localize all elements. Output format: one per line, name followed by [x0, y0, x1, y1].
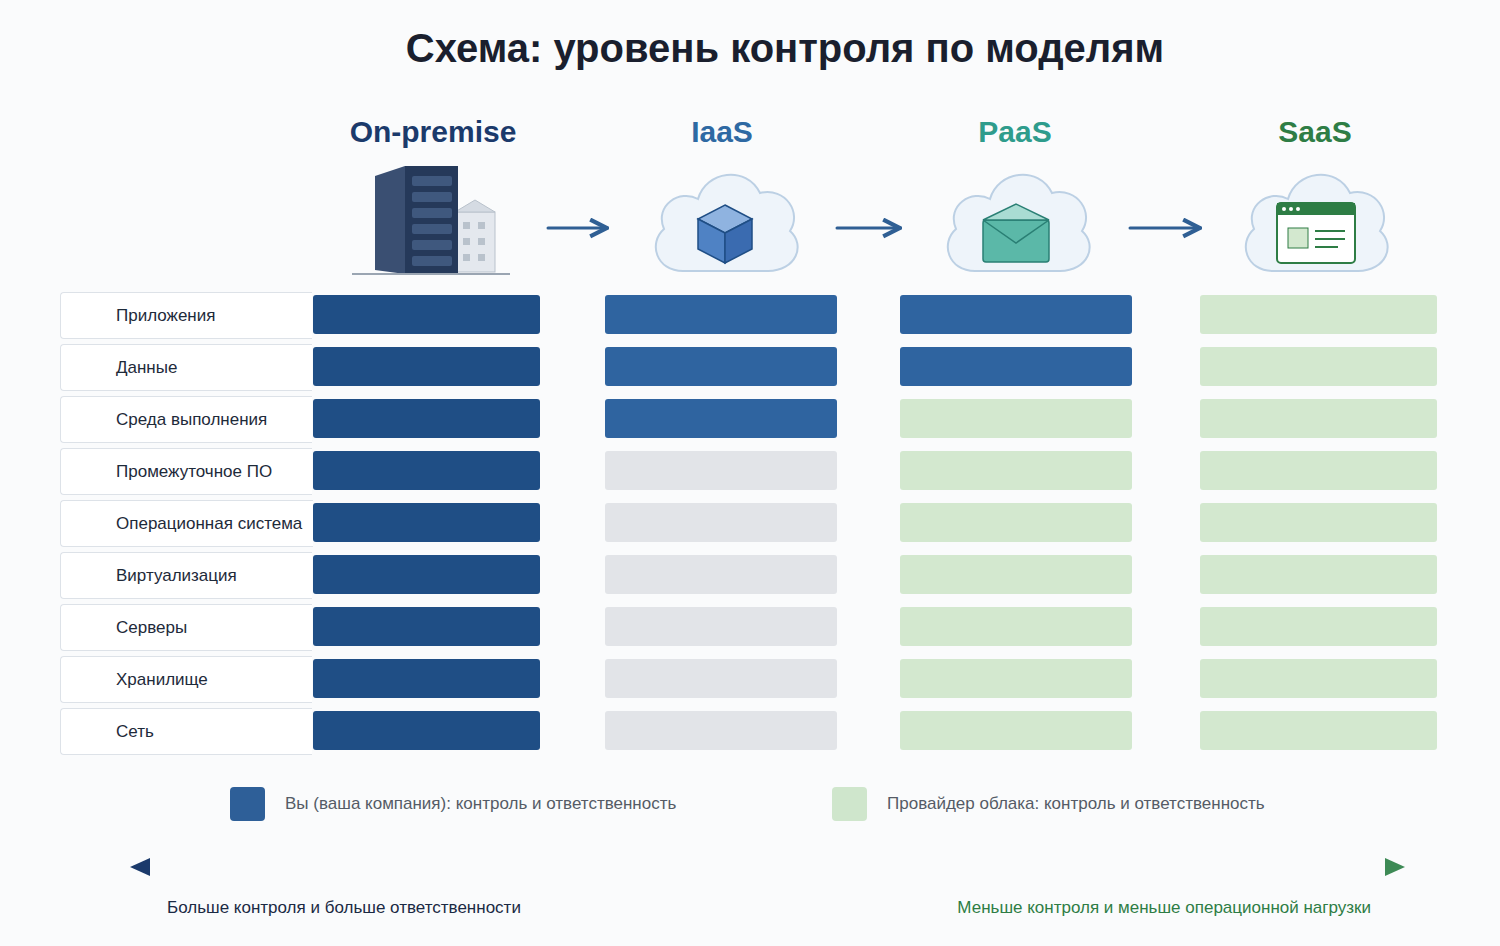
- responsibility-bar: [605, 555, 837, 594]
- layer-name: Приложения: [116, 306, 215, 326]
- responsibility-bar: [313, 607, 540, 646]
- responsibility-bar: [1200, 295, 1437, 334]
- responsibility-bar: [1200, 555, 1437, 594]
- axis-caption: Больше контроля и больше ответственности: [167, 898, 727, 918]
- responsibility-bar: [900, 295, 1132, 334]
- layer-label-box: Сеть: [60, 708, 312, 755]
- layer-label-box: Данные: [60, 344, 312, 391]
- responsibility-bar: [605, 659, 837, 698]
- diagram-title: Схема: уровень контроля по моделям: [285, 24, 1285, 72]
- model-column: IaaS: [607, 112, 837, 280]
- responsibility-bar: [900, 503, 1132, 542]
- responsibility-bar: [900, 555, 1132, 594]
- responsibility-bar: [1200, 503, 1437, 542]
- control-axis: [130, 858, 1405, 876]
- model-column: SaaS: [1200, 112, 1430, 280]
- responsibility-bar: [1200, 659, 1437, 698]
- responsibility-bar: [900, 347, 1132, 386]
- layer-name: Данные: [116, 358, 177, 378]
- responsibility-bar: [900, 711, 1132, 750]
- layer-name: Промежуточное ПО: [116, 462, 272, 482]
- model-heading: SaaS: [1200, 112, 1430, 152]
- responsibility-bar: [313, 503, 540, 542]
- cloud-icon: [656, 175, 798, 271]
- legend-swatch: [230, 787, 265, 821]
- responsibility-bar: [1200, 451, 1437, 490]
- layer-label-box: Приложения: [60, 292, 312, 339]
- responsibility-bar: [605, 295, 837, 334]
- model-column: On-premise: [318, 112, 548, 280]
- responsibility-bar: [605, 503, 837, 542]
- server-icon: [352, 166, 510, 274]
- model-column: PaaS: [900, 112, 1130, 280]
- model-heading: IaaS: [607, 112, 837, 152]
- responsibility-bar: [605, 607, 837, 646]
- responsibility-bar: [1200, 399, 1437, 438]
- cloud-icon: [1246, 175, 1388, 271]
- layer-label-box: Среда выполнения: [60, 396, 312, 443]
- legend-item: Провайдер облака: контроль и ответственн…: [832, 787, 1265, 821]
- layer-name: Серверы: [116, 618, 187, 638]
- legend-item: Вы (ваша компания): контроль и ответстве…: [230, 787, 676, 821]
- responsibility-bar: [313, 711, 540, 750]
- responsibility-bar: [313, 295, 540, 334]
- legend-swatch: [832, 787, 867, 821]
- responsibility-bar: [900, 399, 1132, 438]
- layer-label-box: Хранилище: [60, 656, 312, 703]
- responsibility-bar: [1200, 711, 1437, 750]
- responsibility-bar: [900, 659, 1132, 698]
- responsibility-bar: [313, 451, 540, 490]
- layer-label-box: Операционная система: [60, 500, 313, 547]
- axis-caption: Меньше контроля и меньше операционной на…: [771, 898, 1371, 918]
- cloud-icon: [948, 175, 1090, 271]
- responsibility-bar: [900, 451, 1132, 490]
- responsibility-bar: [605, 399, 837, 438]
- model-heading: On-premise: [318, 112, 548, 152]
- responsibility-bar: [1200, 607, 1437, 646]
- legend-text: Вы (ваша компания): контроль и ответстве…: [285, 794, 676, 814]
- layer-name: Хранилище: [116, 670, 208, 690]
- legend-text: Провайдер облака: контроль и ответственн…: [887, 794, 1265, 814]
- layer-name: Виртуализация: [116, 566, 237, 586]
- responsibility-bar: [605, 451, 837, 490]
- layer-name: Сеть: [116, 722, 154, 742]
- layer-label-box: Серверы: [60, 604, 312, 651]
- responsibility-bar: [1200, 347, 1437, 386]
- layer-name: Операционная система: [116, 514, 302, 534]
- flow-arrow: [1130, 227, 1200, 230]
- layer-name: Среда выполнения: [116, 410, 267, 430]
- responsibility-bar: [313, 399, 540, 438]
- flow-arrow: [548, 227, 607, 230]
- responsibility-bar: [313, 347, 540, 386]
- layer-label-box: Виртуализация: [60, 552, 312, 599]
- responsibility-bar: [313, 555, 540, 594]
- layer-label-box: Промежуточное ПО: [60, 448, 312, 495]
- responsibility-bar: [313, 659, 540, 698]
- responsibility-bar: [900, 607, 1132, 646]
- model-heading: PaaS: [900, 112, 1130, 152]
- flow-arrow: [837, 227, 900, 230]
- responsibility-bar: [605, 347, 837, 386]
- responsibility-bar: [605, 711, 837, 750]
